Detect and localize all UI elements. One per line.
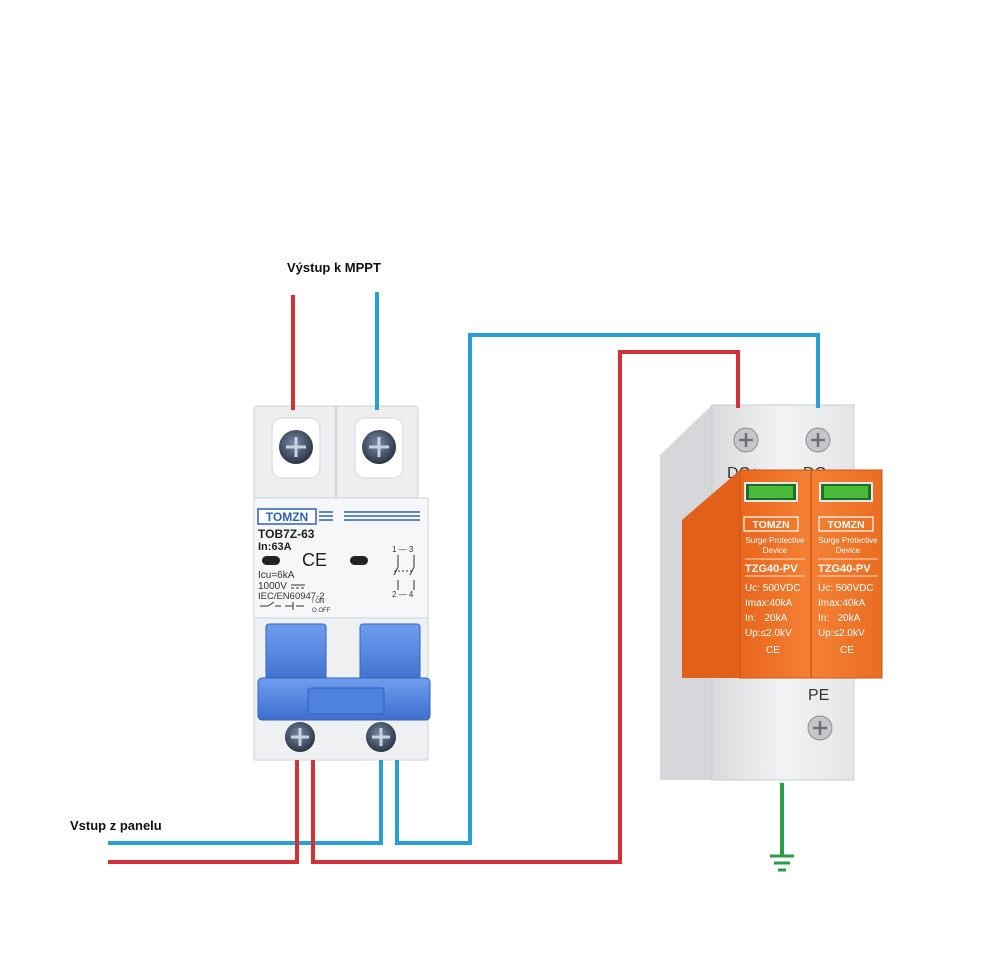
breaker-toggle-left[interactable] [265, 623, 327, 685]
spd-model-right: TZG40-PV [818, 563, 871, 575]
spd-module-right[interactable]: TOMZN Surge Protective Device TZG40-PV U… [818, 482, 878, 656]
spd-module-left[interactable]: TOMZN Surge Protective Device TZG40-PV U… [743, 482, 805, 656]
breaker-indicator-left [262, 556, 280, 565]
breaker-screw-top-left [271, 417, 321, 479]
breaker-icu: Icu=6kA [258, 570, 295, 581]
spd-uc-left: Uc: 500VDC [745, 583, 801, 594]
wire-spd-positive [311, 350, 740, 864]
wire-panel-positive [108, 760, 299, 864]
wire-panel-negative [108, 760, 383, 845]
spd-status-right [824, 486, 868, 498]
spd-up-left: Up:≤2.0kV [745, 628, 792, 639]
wire-spd-negative [395, 333, 820, 845]
breaker-rating: In:63A [258, 541, 292, 553]
spd-screw-dc-plus [733, 427, 759, 453]
breaker-brand-stripes [319, 511, 420, 521]
breaker-pole-top: 1 — 3 [392, 545, 414, 554]
breaker-contact-symbol [260, 601, 304, 610]
breaker-brand: TOMZN [266, 510, 308, 524]
spd-screw-pe [807, 715, 833, 741]
spd-in-right: In: 20kA [818, 613, 861, 624]
spd-uc-right: Uc: 500VDC [818, 583, 874, 594]
spd-desc1-right: Surge Protective [818, 536, 878, 545]
breaker-brand-box [257, 508, 317, 525]
spd-orange-side [682, 470, 740, 678]
spd-imax-left: Imax:40kA [745, 598, 793, 609]
breaker-ce-mark: CE [302, 550, 327, 570]
spd-brand-box-left [743, 516, 799, 532]
spd-up-right: Up:≤2.0kV [818, 628, 865, 639]
ground-symbol [770, 854, 794, 872]
breaker-handle-tie [307, 687, 385, 715]
surge-protective-device: DC+ DC- TOMZN Surge Protective Device TZ… [660, 404, 883, 781]
breaker-toggle-right[interactable] [359, 623, 421, 685]
breaker-screw-top-right [354, 417, 404, 479]
input-panel-label: Vstup z panelu [70, 818, 162, 833]
spd-brand-left: TOMZN [752, 519, 789, 531]
breaker-off-label: O OFF [312, 608, 331, 614]
breaker-voltage: 1000V [258, 581, 287, 592]
wiring [108, 292, 820, 864]
spd-brand-right: TOMZN [827, 519, 864, 531]
spd-pe-label: PE [808, 687, 829, 704]
spd-desc2-left: Device [763, 546, 788, 555]
spd-ce-left: CE [766, 645, 780, 656]
spd-brand-box-right [818, 516, 874, 532]
spd-imax-right: Imax:40kA [818, 598, 866, 609]
breaker-on-label: I ON [312, 599, 324, 605]
breaker-indicator-right [350, 556, 368, 565]
breaker-screw-bottom-left [285, 722, 315, 752]
spd-desc1-left: Surge Protective [745, 536, 805, 545]
breaker-pole-schematic [393, 555, 415, 590]
spd-in-left: In: 20kA [745, 613, 788, 624]
spd-desc2-right: Device [836, 546, 861, 555]
spd-model-left: TZG40-PV [745, 563, 798, 575]
output-mppt-label: Výstup k MPPT [287, 260, 381, 275]
dc-symbol [291, 584, 305, 589]
spd-screw-dc-minus [805, 427, 831, 453]
breaker-model: TOB7Z-63 [258, 527, 315, 541]
spd-ce-right: CE [840, 645, 854, 656]
breaker-screw-bottom-right [366, 722, 396, 752]
spd-status-left [749, 486, 793, 498]
dc-breaker: TOMZN TOB7Z-63 In:63A CE Icu=6kA 1000V I… [253, 405, 431, 761]
breaker-standard: IEC/EN60947-2 [258, 591, 325, 602]
breaker-pole-bottom: 2 — 4 [392, 590, 414, 599]
